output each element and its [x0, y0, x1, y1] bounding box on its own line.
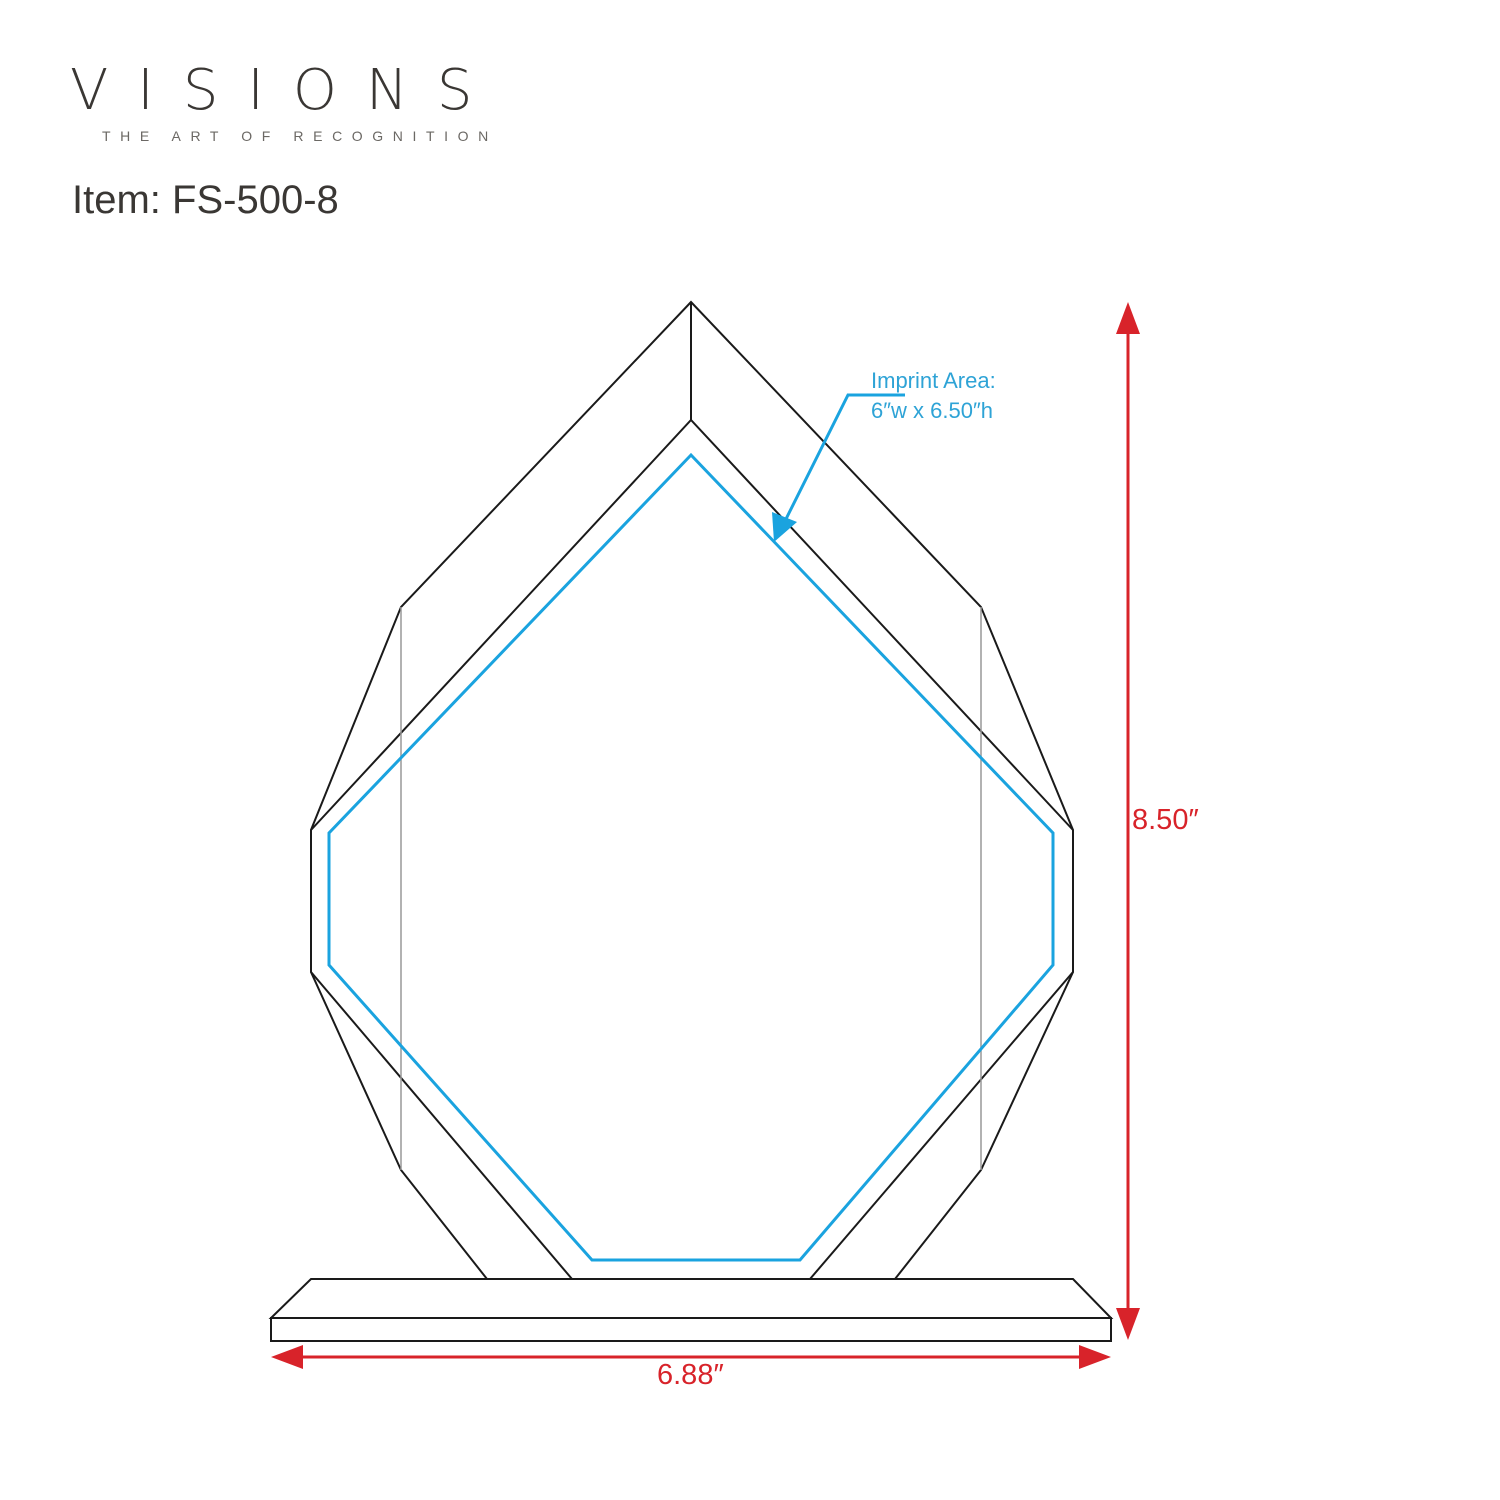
side-edges — [400, 607, 982, 1170]
height-dimension-arrow — [1116, 302, 1140, 1340]
brand-logo: VISIONS — [70, 58, 502, 123]
imprint-title: Imprint Area: — [871, 368, 996, 393]
item-number: Item: FS-500-8 — [72, 178, 339, 222]
imprint-callout: Imprint Area: 6″w x 6.50″h — [871, 366, 996, 426]
imprint-size: 6″w x 6.50″h — [871, 398, 993, 423]
width-dimension-arrow — [271, 1345, 1111, 1369]
award-base — [268, 1278, 1114, 1342]
height-label: 8.50″ — [1132, 804, 1199, 836]
imprint-area — [327, 452, 1055, 1262]
brand-tagline: THE ART OF RECOGNITION — [102, 128, 498, 144]
award-outline — [310, 300, 1074, 1280]
imprint-leader-arrow — [772, 393, 905, 542]
width-label: 6.88″ — [657, 1359, 724, 1391]
